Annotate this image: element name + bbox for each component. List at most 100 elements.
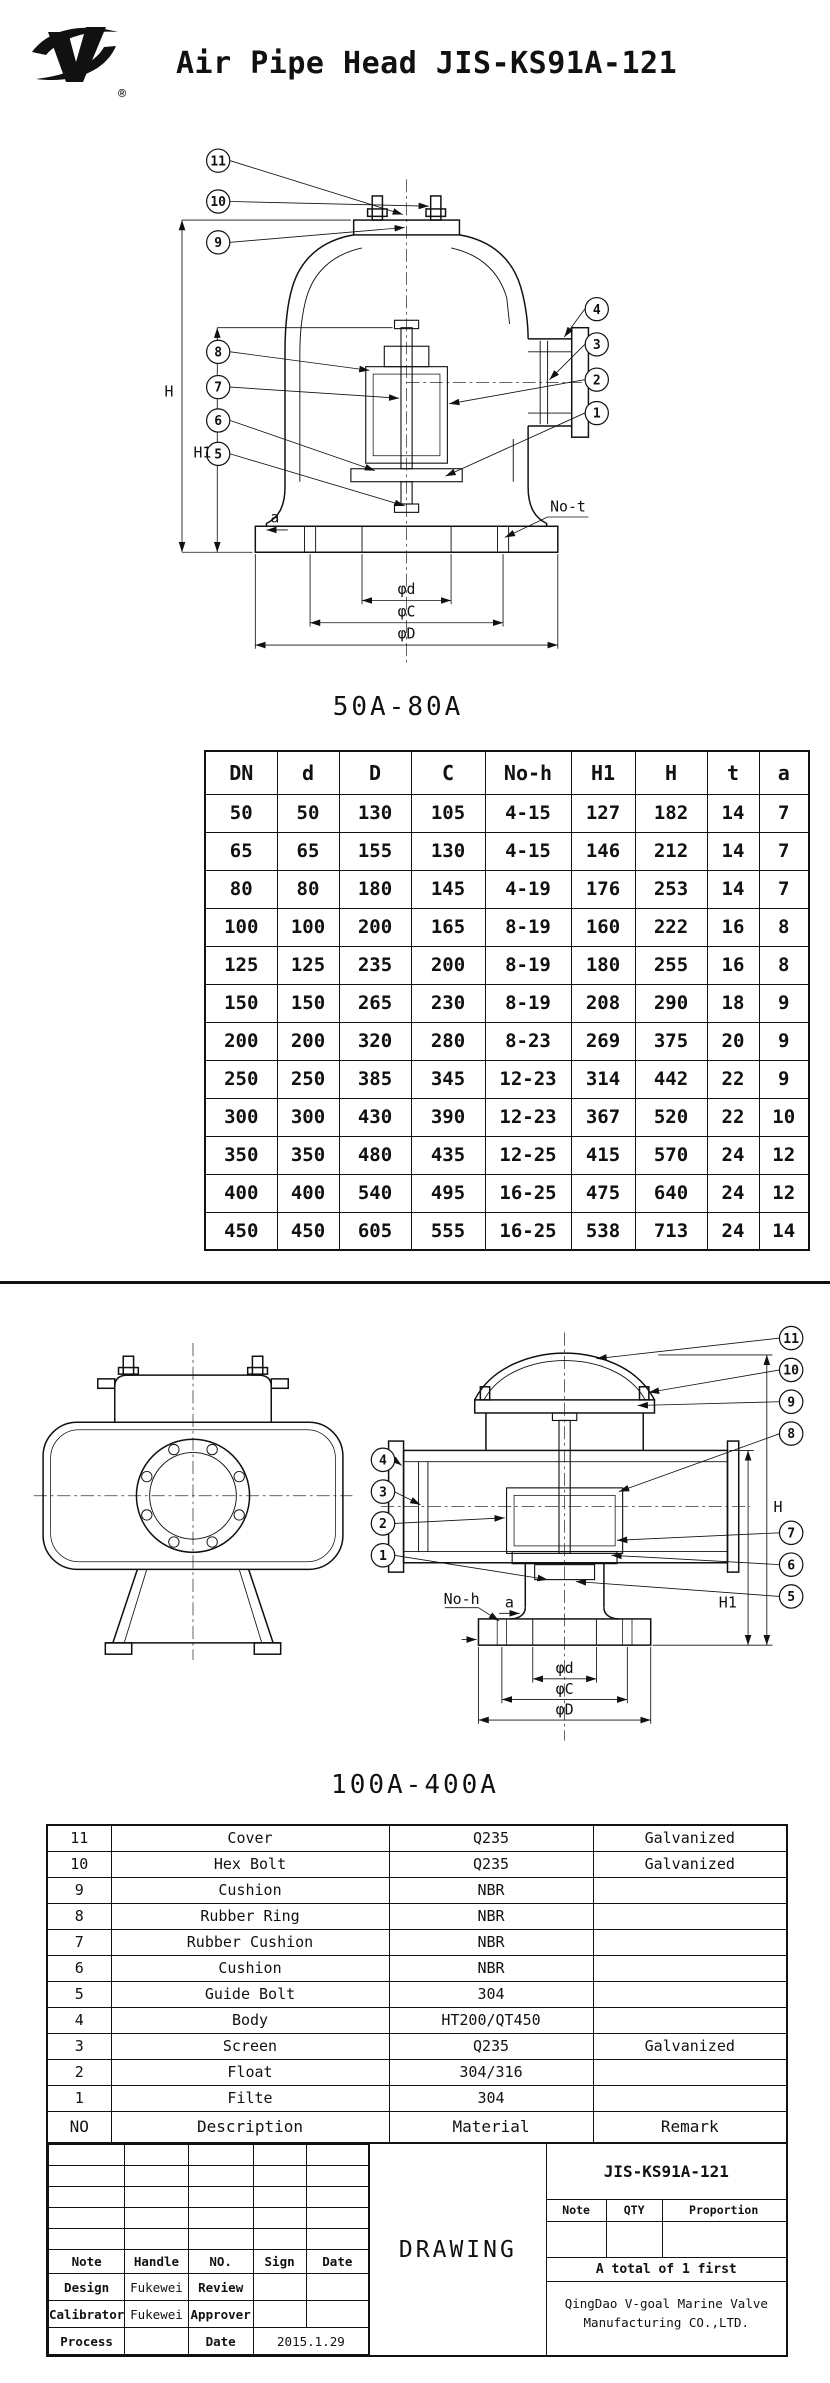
dimension-value-cell: 105 — [410, 793, 486, 833]
dimension-value-cell: 14 — [706, 793, 760, 833]
dimension-value-cell: 180 — [570, 945, 636, 985]
dimension-value-cell: 22 — [706, 1059, 760, 1099]
dimension-value-cell: 400 — [276, 1173, 340, 1213]
dimension-value-cell: 145 — [410, 869, 486, 909]
parts-cell: Guide Bolt — [110, 1980, 390, 2008]
dimension-value-cell: 16 — [706, 945, 760, 985]
dimension-value-cell: 605 — [338, 1211, 412, 1251]
revision-and-signature-grid: Note Handle NO. Sign Date Design Fukewei… — [47, 2144, 370, 2355]
dimension-value-cell: 314 — [570, 1059, 636, 1099]
dim-phid-label: φd — [398, 581, 416, 598]
dimension-column-header: H — [634, 750, 708, 795]
dimension-value-cell: 24 — [706, 1135, 760, 1175]
parts-footer-cell: NO — [46, 2110, 112, 2144]
sheet-header: ® Air Pipe Head JIS-KS91A-121 — [0, 0, 830, 102]
approver-label: Approver — [187, 2300, 254, 2328]
dimension-value-cell: 125 — [204, 945, 278, 985]
dimension-value-cell: 14 — [706, 869, 760, 909]
callout-balloons-100a — [370, 1325, 804, 1609]
dimension-value-cell: 520 — [634, 1097, 708, 1137]
dim-H1-label: H1 — [193, 445, 211, 462]
parts-cell — [592, 1954, 788, 1982]
front-flange-face — [135, 1438, 251, 1554]
dimension-value-cell: 18 — [706, 983, 760, 1023]
dimension-value-cell: 9 — [758, 1059, 810, 1099]
date-header: Date — [305, 2249, 370, 2274]
dimension-column-header: t — [706, 750, 760, 795]
dimension-value-cell: 300 — [204, 1097, 278, 1137]
qty-empty-row — [546, 2222, 786, 2258]
dimension-value-cell: 7 — [758, 831, 810, 871]
callout-10: 10 — [783, 1364, 799, 1379]
dimension-labels-100a: H H1 No-h a φd φC φD — [444, 1498, 783, 1718]
parts-cell — [592, 1928, 788, 1956]
parts-cell: NBR — [388, 1876, 594, 1904]
dim-H1-label: H1 — [719, 1594, 737, 1612]
dimension-value-cell: 10 — [758, 1097, 810, 1137]
callout-4: 4 — [379, 1453, 387, 1468]
dimension-value-cell: 130 — [338, 793, 412, 833]
centerlines — [406, 179, 606, 664]
right-end-flange — [726, 1440, 740, 1573]
drawing-type-cell: DRAWING — [369, 2144, 547, 2355]
outlet-pipe — [528, 326, 590, 438]
dim-not-label: No-t — [550, 498, 586, 515]
dimension-value-cell: 100 — [276, 907, 340, 947]
dimension-value-cell: 253 — [634, 869, 708, 909]
dimension-value-cell: 450 — [204, 1211, 278, 1251]
dimension-value-cell: 176 — [570, 869, 636, 909]
parts-cell: Filte — [110, 2084, 390, 2112]
dimension-value-cell: 12 — [758, 1173, 810, 1213]
proportion-header: Proportion — [689, 2203, 759, 2217]
callout-3: 3 — [593, 338, 601, 353]
title-block-right: JIS-KS91A-121 Note QTY Proportion A tota… — [546, 2144, 786, 2355]
callout-5: 5 — [787, 1590, 795, 1605]
parts-cell — [592, 1980, 788, 2008]
callout-6: 6 — [214, 414, 222, 429]
note-header: Note — [47, 2249, 126, 2274]
callout-2: 2 — [593, 373, 601, 388]
company-name: QingDao V-goal Marine Valve Manufacturin… — [547, 2282, 786, 2355]
parts-cell: 2 — [46, 2058, 112, 2086]
dimension-value-cell: 180 — [338, 869, 412, 909]
dimension-value-cell: 165 — [410, 907, 486, 947]
parts-cell: 304/316 — [388, 2058, 594, 2086]
callout-10: 10 — [210, 195, 226, 210]
dimension-value-cell: 9 — [758, 1021, 810, 1061]
dimension-value-cell: 345 — [410, 1059, 486, 1099]
dim-a-label: a — [270, 510, 279, 527]
design-label: Design — [47, 2273, 126, 2301]
revision-row — [47, 2207, 370, 2229]
front-skirt — [104, 1569, 282, 1655]
callout-8: 8 — [214, 345, 222, 360]
dimension-value-cell: 320 — [338, 1021, 412, 1061]
dimension-value-cell: 450 — [276, 1211, 340, 1251]
dimension-value-cell: 4-19 — [484, 869, 572, 909]
screen-section — [418, 1461, 429, 1552]
dimension-value-cell: 8 — [758, 907, 810, 947]
qty-note-header: Note — [547, 2200, 607, 2221]
parts-cell — [592, 2084, 788, 2112]
parts-cell: Galvanized — [592, 1824, 788, 1852]
dimension-value-cell: 127 — [570, 793, 636, 833]
callout-3: 3 — [379, 1485, 387, 1500]
drawing-100a-container: 11 10 9 8 7 6 5 4 3 2 1 H H1 No-h a φd φ… — [28, 1310, 830, 1750]
dimension-lines-100a — [444, 1354, 773, 1724]
qty-header: QTY — [607, 2200, 663, 2221]
dimension-value-cell: 230 — [410, 983, 486, 1023]
dimension-value-cell: 290 — [634, 983, 708, 1023]
page-title: Air Pipe Head JIS-KS91A-121 — [176, 46, 678, 81]
callout-7: 7 — [214, 381, 222, 396]
parts-cell: Q235 — [388, 2032, 594, 2060]
dimension-value-cell: 160 — [570, 907, 636, 947]
